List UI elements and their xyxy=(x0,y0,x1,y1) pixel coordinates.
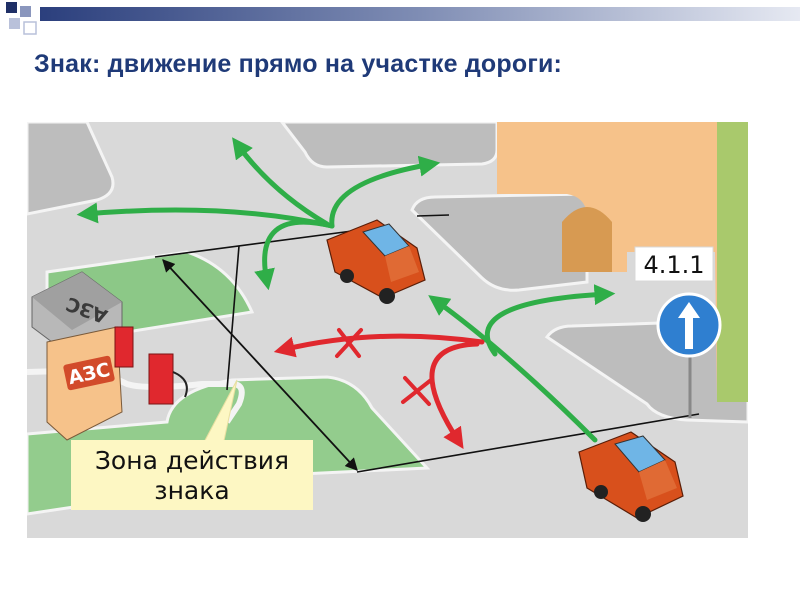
diagram-canvas: АЗС АЗС Зона действия знака xyxy=(27,122,748,538)
slide-title: Знак: движение прямо на участке дороги: xyxy=(34,50,563,78)
decor-square-light xyxy=(9,18,20,29)
sign-number-plate xyxy=(634,246,714,282)
zone-dimension-arrow xyxy=(162,259,358,471)
sidewalk-top-left xyxy=(27,122,115,216)
building xyxy=(497,122,748,402)
arrow-turn-up xyxy=(232,137,330,227)
arrow-turn-down xyxy=(254,219,335,291)
decor-square-outline xyxy=(23,21,37,35)
road-sign: 4.1.1 xyxy=(634,246,722,418)
gas-station-roof-slope xyxy=(32,272,122,330)
callout-box xyxy=(71,440,313,510)
callout-line-2: знака xyxy=(154,476,229,505)
forbidden-directions xyxy=(273,333,485,450)
allowed-directions-bottom xyxy=(428,284,616,443)
gas-station-label-bg xyxy=(63,355,115,391)
fuel-pump-1 xyxy=(114,326,134,368)
forbidden-left-turn xyxy=(273,333,485,358)
sign-number: 4.1.1 xyxy=(643,251,704,279)
header-decoration xyxy=(6,2,800,35)
forbidden-cross-marks xyxy=(335,328,433,406)
header-gradient-bar xyxy=(40,7,800,21)
fuel-pump-2 xyxy=(148,353,174,405)
building-arch xyxy=(562,207,612,272)
zone-line-stop xyxy=(416,214,450,217)
allowed-directions-top xyxy=(76,137,441,291)
arrow-turn-right-up xyxy=(329,155,441,229)
forbidden-down-turn xyxy=(429,341,480,450)
decor-square-mid xyxy=(20,6,31,17)
sidewalk-top-center xyxy=(280,122,499,169)
car-top xyxy=(326,219,426,304)
road-diagram: АЗС АЗС Зона действия знака xyxy=(27,122,748,538)
gas-station: АЗС АЗС xyxy=(31,271,188,441)
arrow-straight-ahead xyxy=(428,295,598,443)
sidewalk-right-middle xyxy=(410,192,589,292)
zone-line-bottom xyxy=(356,413,700,473)
decor-square-dark xyxy=(6,2,17,13)
car-bottom xyxy=(578,431,684,522)
sign-arrow xyxy=(678,302,700,349)
arrow-right-turn xyxy=(484,284,616,357)
building-side-wall xyxy=(717,122,748,402)
callout-line-1: Зона действия xyxy=(95,446,289,475)
